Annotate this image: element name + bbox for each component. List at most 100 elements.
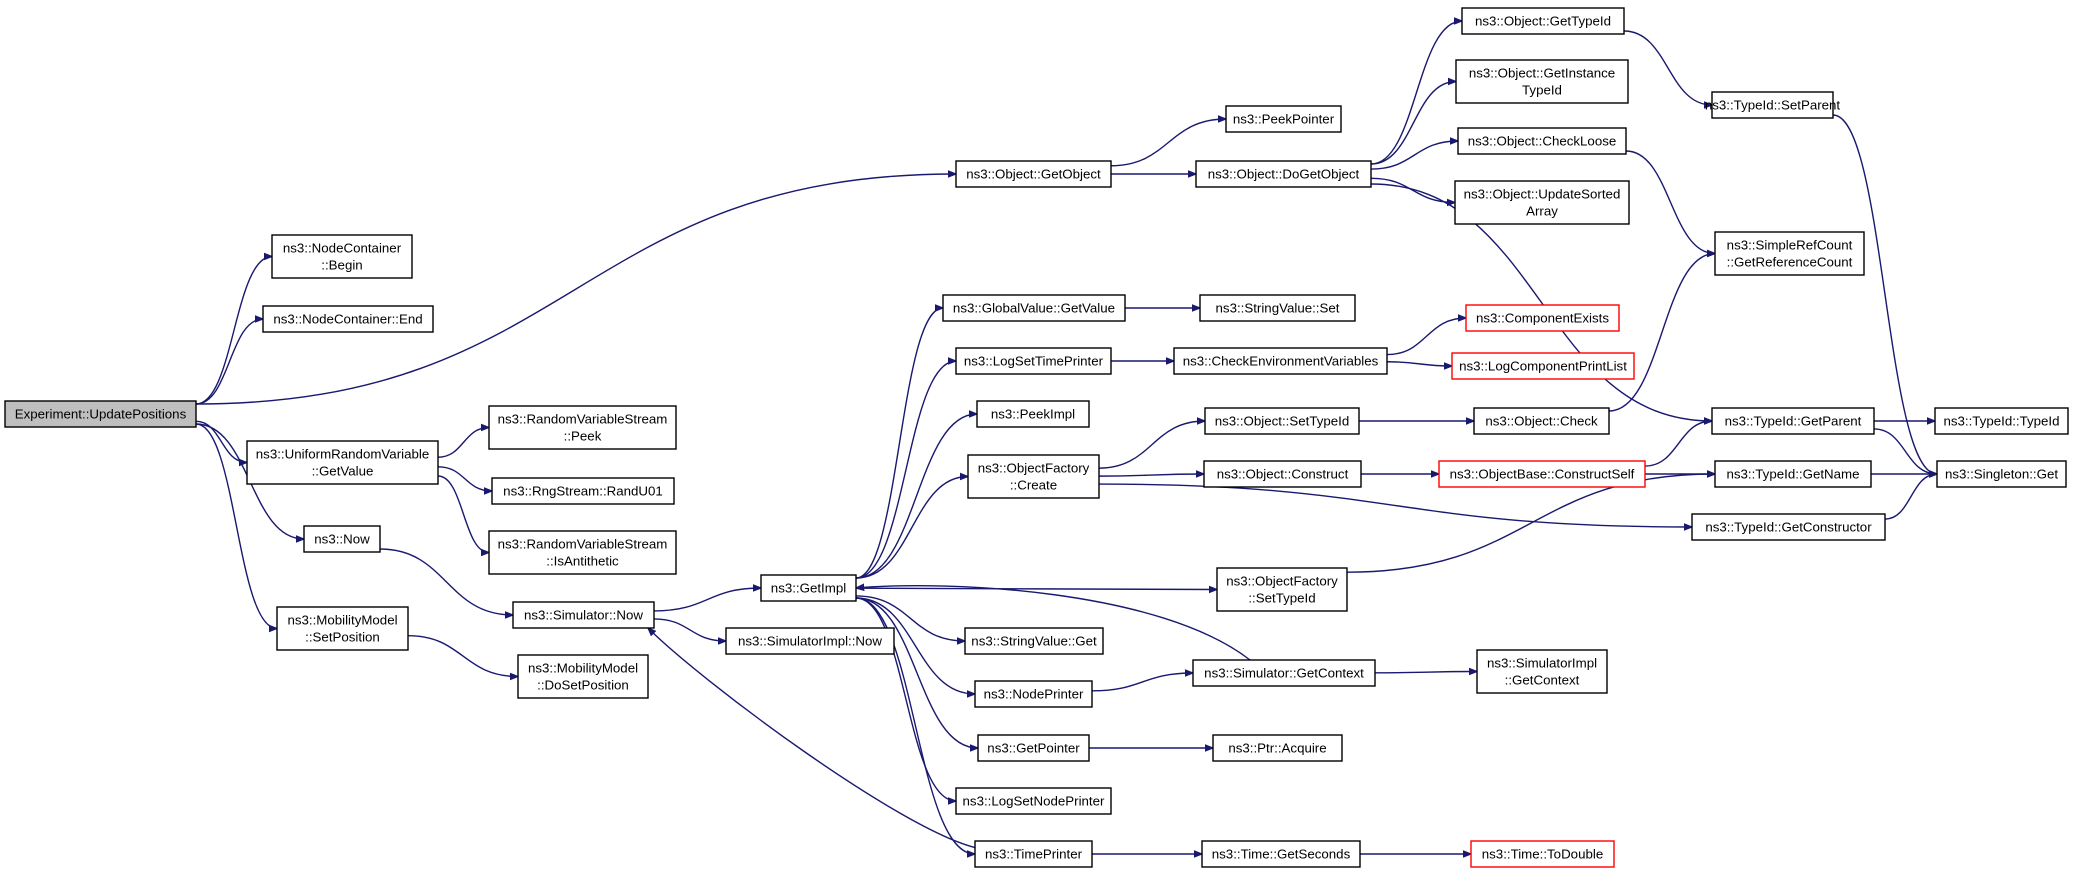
node-singletonget[interactable]: ns3::Singleton::Get: [1936, 460, 2067, 488]
node-objconstruct[interactable]: ns3::Object::Construct: [1203, 460, 1362, 488]
node-objcheckloose[interactable]: ns3::Object::CheckLoose: [1457, 127, 1627, 155]
node-label: ns3::Object::CheckLoose: [1468, 134, 1617, 149]
node-label: ns3::TypeId::GetConstructor: [1705, 520, 1872, 535]
node-box: [1934, 407, 2069, 435]
edge-urvget-to-rvspeek: [437, 428, 489, 458]
node-box: [276, 606, 409, 651]
node-timeprinter[interactable]: ns3::TimePrinter: [974, 840, 1093, 868]
node-ncend[interactable]: ns3::NodeContainer::End: [262, 305, 434, 333]
edge-now-to-simnow: [379, 548, 513, 615]
node-box: [271, 234, 413, 279]
node-label: ns3::Now: [314, 532, 370, 547]
node-label: ns3::StringValue::Set: [1216, 301, 1340, 316]
node-label: ns3::ObjectFactory: [1226, 574, 1338, 589]
node-box: [1203, 460, 1362, 488]
edge-root-to-ncend: [195, 319, 263, 405]
node-label: ns3::UniformRandomVariable: [256, 447, 429, 462]
node-mmset[interactable]: ns3::MobilityModel::SetPosition: [276, 606, 409, 651]
node-label: Experiment::UpdatePositions: [15, 407, 187, 422]
node-label: ns3::StringValue::Get: [971, 634, 1097, 649]
node-peekimpl[interactable]: ns3::PeekImpl: [976, 400, 1090, 428]
node-gvgetvalue[interactable]: ns3::GlobalValue::GetValue: [942, 294, 1126, 322]
node-simimplnow[interactable]: ns3::SimulatorImpl::Now: [725, 627, 895, 655]
node-box: [1212, 734, 1343, 762]
node-label: ns3::NodePrinter: [984, 687, 1084, 702]
node-tidgetname[interactable]: ns3::TypeId::GetName: [1714, 460, 1872, 488]
node-timetodouble[interactable]: ns3::Time::ToDouble: [1470, 840, 1615, 868]
edge-simgetctx-to-getimpl: [856, 586, 1251, 661]
node-simgetctx[interactable]: ns3::Simulator::GetContext: [1192, 659, 1376, 687]
node-checkenv[interactable]: ns3::CheckEnvironmentVariables: [1173, 347, 1388, 375]
node-objgettid[interactable]: ns3::Object::GetTypeId: [1461, 7, 1625, 35]
node-box: [1199, 294, 1356, 322]
node-ofcreate[interactable]: ns3::ObjectFactory::Create: [967, 454, 1100, 499]
node-nodeprinter[interactable]: ns3::NodePrinter: [974, 680, 1093, 708]
edge-urvget-to-rvsanti: [437, 475, 489, 553]
edge-urvget-to-randu01: [437, 466, 492, 491]
node-label: ns3::ObjectFactory: [978, 461, 1090, 476]
node-urvget[interactable]: ns3::UniformRandomVariable::GetValue: [246, 440, 439, 485]
node-box: [1216, 567, 1348, 612]
node-label: ::Peek: [564, 429, 602, 444]
node-box: [955, 347, 1112, 375]
node-mmdoset[interactable]: ns3::MobilityModel::DoSetPosition: [517, 654, 649, 699]
node-logsettp[interactable]: ns3::LogSetTimePrinter: [955, 347, 1112, 375]
node-box: [1470, 840, 1615, 868]
edge-getimpl-to-ofsettid: [855, 588, 1217, 589]
node-peekpointer[interactable]: ns3::PeekPointer: [1225, 105, 1342, 133]
nodes-layer: Experiment::UpdatePositions ns3::NodeCont…: [4, 7, 2069, 868]
node-simimplgetctx[interactable]: ns3::SimulatorImpl::GetContext: [1476, 649, 1608, 694]
node-ofsettid[interactable]: ns3::ObjectFactory::SetTypeId: [1216, 567, 1348, 612]
node-objsettid[interactable]: ns3::Object::SetTypeId: [1204, 407, 1360, 435]
node-rvspeek[interactable]: ns3::RandomVariableStream::Peek: [488, 405, 677, 450]
node-label: ns3::ObjectBase::ConstructSelf: [1450, 467, 1635, 482]
edge-objdogetobj-to-objcheckloose: [1370, 141, 1458, 170]
node-box: [967, 454, 1100, 499]
node-box: [1204, 407, 1360, 435]
node-srcgetref[interactable]: ns3::SimpleRefCount::GetReferenceCount: [1714, 231, 1865, 276]
node-logsetnp[interactable]: ns3::LogSetNodePrinter: [955, 787, 1112, 815]
node-simnow[interactable]: ns3::Simulator::Now: [512, 601, 655, 629]
edge-objdogetobj-to-tidgetparent: [1370, 183, 1712, 421]
node-objdogetobj[interactable]: ns3::Object::DoGetObject: [1195, 160, 1372, 188]
node-ptracquire[interactable]: ns3::Ptr::Acquire: [1212, 734, 1343, 762]
node-box: [303, 525, 381, 553]
edge-checkenv-to-compexists: [1386, 318, 1466, 356]
node-box: [1457, 127, 1627, 155]
node-box: [1473, 407, 1610, 435]
node-label: ns3::LogSetNodePrinter: [963, 794, 1105, 809]
node-box: [1465, 304, 1620, 332]
edge-getimpl-to-gvgetvalue: [855, 308, 943, 579]
node-logcompprint[interactable]: ns3::LogComponentPrintList: [1451, 352, 1635, 380]
node-timegetsec[interactable]: ns3::Time::GetSeconds: [1201, 840, 1361, 868]
node-ncbegin[interactable]: ns3::NodeContainer::Begin: [271, 234, 413, 279]
node-objcheck[interactable]: ns3::Object::Check: [1473, 407, 1610, 435]
node-rvsanti[interactable]: ns3::RandomVariableStream::IsAntithetic: [488, 530, 677, 575]
node-box: [1454, 180, 1630, 225]
node-compexists[interactable]: ns3::ComponentExists: [1465, 304, 1620, 332]
node-getpointer[interactable]: ns3::GetPointer: [977, 734, 1090, 762]
edge-nodeprinter-to-simgetctx: [1091, 673, 1193, 692]
node-label: ns3::NodeContainer: [283, 241, 402, 256]
node-getimpl[interactable]: ns3::GetImpl: [760, 574, 857, 602]
node-strvalset[interactable]: ns3::StringValue::Set: [1199, 294, 1356, 322]
node-box: [1714, 231, 1865, 276]
node-box: [1476, 649, 1608, 694]
node-root[interactable]: Experiment::UpdatePositions: [4, 400, 197, 428]
edge-root-to-objgetobj: [195, 174, 956, 405]
node-strvalget[interactable]: ns3::StringValue::Get: [964, 627, 1104, 655]
node-label: ns3::NodeContainer::End: [273, 312, 422, 327]
node-objgetobj[interactable]: ns3::Object::GetObject: [955, 160, 1112, 188]
node-tidtypeid[interactable]: ns3::TypeId::TypeId: [1934, 407, 2069, 435]
node-tidsetparent[interactable]: ns3::TypeId::SetParent: [1705, 91, 1841, 119]
node-tidgetparent[interactable]: ns3::TypeId::GetParent: [1711, 407, 1875, 435]
node-tidgetctor[interactable]: ns3::TypeId::GetConstructor: [1691, 513, 1886, 541]
node-label: ns3::RngStream::RandU01: [503, 484, 663, 499]
node-label: ns3::Object::GetObject: [966, 167, 1101, 182]
node-now[interactable]: ns3::Now: [303, 525, 381, 553]
node-objbaseconstruct[interactable]: ns3::ObjectBase::ConstructSelf: [1438, 460, 1646, 488]
node-randu01[interactable]: ns3::RngStream::RandU01: [491, 477, 675, 505]
node-label: ns3::MobilityModel: [528, 661, 638, 676]
